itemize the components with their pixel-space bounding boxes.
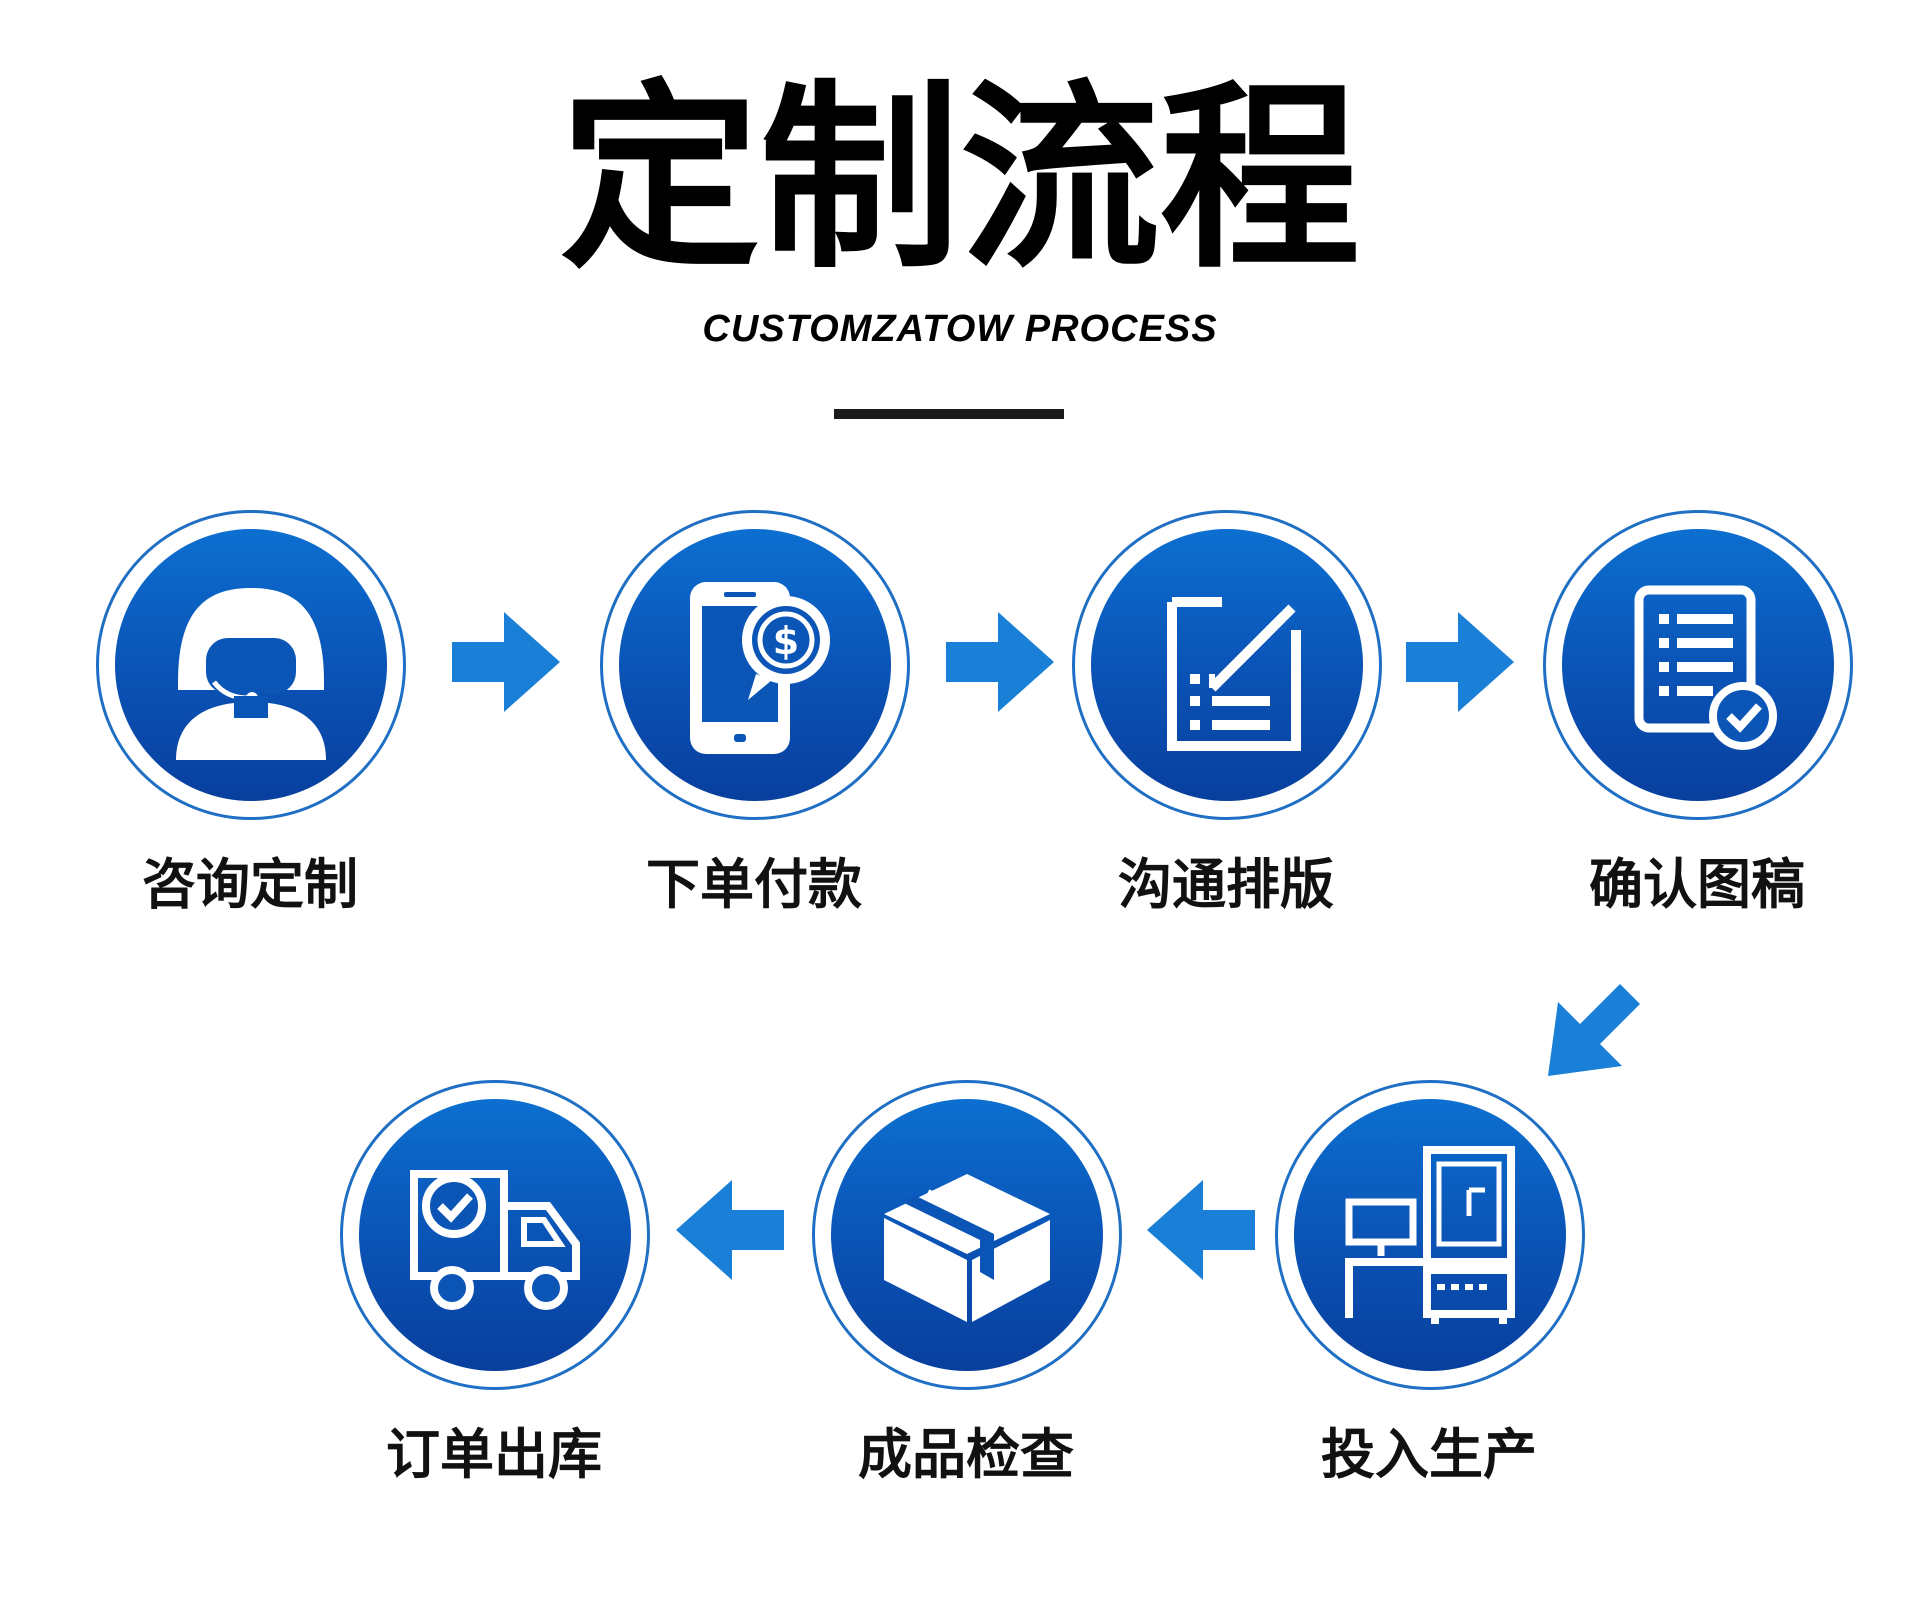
document-check-icon: [1634, 585, 1777, 750]
arrow-down-left-icon: [1548, 984, 1640, 1076]
step-label: 下单付款: [646, 853, 862, 916]
step-consult: [96, 510, 406, 820]
step-label: 确认图稿: [1589, 853, 1805, 916]
customer-service-icon: [176, 588, 326, 760]
title-divider: [834, 409, 1064, 419]
step-shipping: [340, 1080, 650, 1390]
arrow-right-icon: [946, 612, 1054, 712]
arrow-right-icon: [1406, 612, 1514, 712]
arrow-right-icon: [452, 612, 560, 712]
page-subtitle: CUSTOMZATOW PROCESS: [702, 308, 1218, 350]
step-label: 投入生产: [1321, 1423, 1537, 1486]
step-layout: [1072, 510, 1382, 820]
step-label: 咨询定制: [142, 853, 358, 916]
step-label: 订单出库: [386, 1423, 602, 1486]
delivery-truck-icon: [410, 1170, 580, 1310]
step-inspection: [812, 1080, 1122, 1390]
arrow-left-icon: [1147, 1180, 1255, 1280]
layout-edit-icon: [1167, 597, 1301, 751]
phone-payment-icon: $: [690, 582, 830, 754]
step-label: 沟通排版: [1118, 853, 1334, 916]
step-order-pay: $: [600, 510, 910, 820]
package-box-icon: [884, 1174, 1050, 1322]
arrow-left-icon: [676, 1180, 784, 1280]
step-label: 成品检查: [858, 1423, 1074, 1486]
page-title: 定制流程: [559, 63, 1360, 296]
step-confirm-draft: [1543, 510, 1853, 820]
svg-text:$: $: [773, 619, 799, 663]
production-machine-icon: [1345, 1146, 1515, 1324]
step-production: [1275, 1080, 1585, 1390]
